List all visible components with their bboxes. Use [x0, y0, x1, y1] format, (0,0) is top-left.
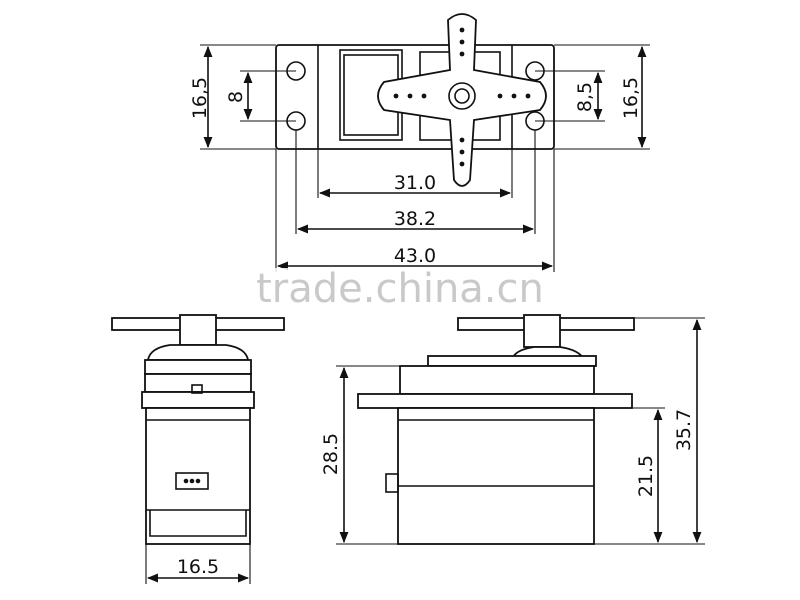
dim-flange-height: 21.5: [635, 455, 657, 497]
front-case: [397, 407, 595, 545]
dim-inner-width: 31.0: [394, 172, 436, 194]
dim-side-width: 16.5: [177, 556, 219, 578]
dim-left-holes: 8: [225, 91, 247, 103]
side-case: [145, 407, 251, 545]
dim-total-height: 35.7: [673, 409, 695, 451]
side-flange: [141, 391, 255, 409]
dim-case-height: 28.5: [320, 433, 342, 475]
front-flange: [357, 393, 633, 409]
front-view: [336, 314, 705, 545]
top-view: [200, 13, 650, 272]
dim-holes-span: 38.2: [394, 208, 436, 230]
dim-right-height: 16,5: [620, 77, 642, 119]
front-horn-hub: [523, 314, 561, 348]
watermark: trade.china.cn: [256, 266, 544, 312]
connector-icon: [175, 472, 209, 490]
servo-horn-icon: [377, 13, 547, 187]
side-view: [111, 314, 285, 584]
side-horn-hub: [179, 314, 217, 346]
dim-left-height: 16,5: [189, 77, 211, 119]
dim-overall-width: 43.0: [394, 245, 436, 267]
dim-right-holes: 8,5: [574, 82, 596, 112]
